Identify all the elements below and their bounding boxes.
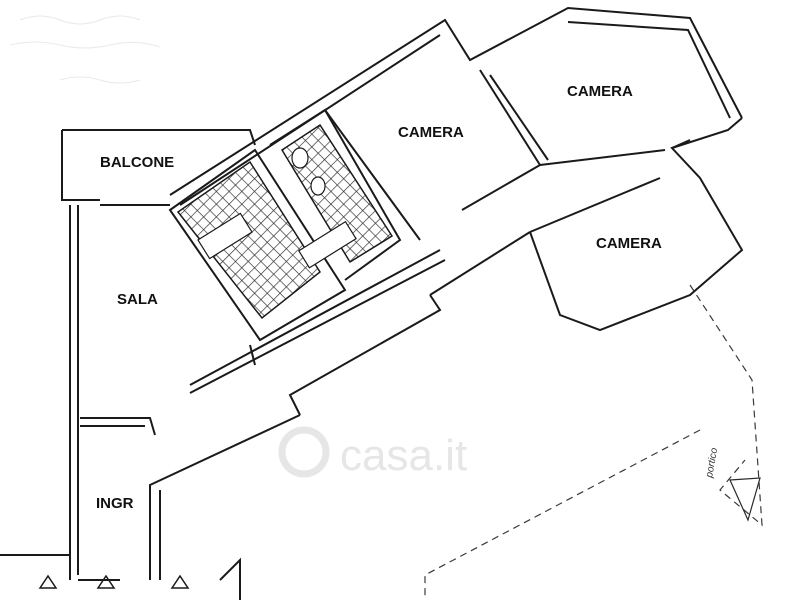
walls [0, 6, 744, 600]
room-label-ingr: INGR [96, 495, 134, 512]
room-label-camera-middle: CAMERA [398, 124, 464, 141]
portico-outline [424, 284, 763, 600]
room-label-camera-top: CAMERA [567, 83, 633, 100]
entrance-markers [38, 574, 190, 589]
room-label-camera-right: CAMERA [596, 235, 662, 252]
portico-annotation: portico [704, 447, 720, 480]
faint-handwriting [9, 15, 161, 84]
room-label-balcone: BALCONE [100, 154, 174, 171]
bathroom-hatch [176, 123, 394, 320]
watermark-text: casa.it [340, 431, 467, 480]
watermark: casa.it [278, 426, 467, 480]
room-label-sala: SALA [117, 291, 158, 308]
